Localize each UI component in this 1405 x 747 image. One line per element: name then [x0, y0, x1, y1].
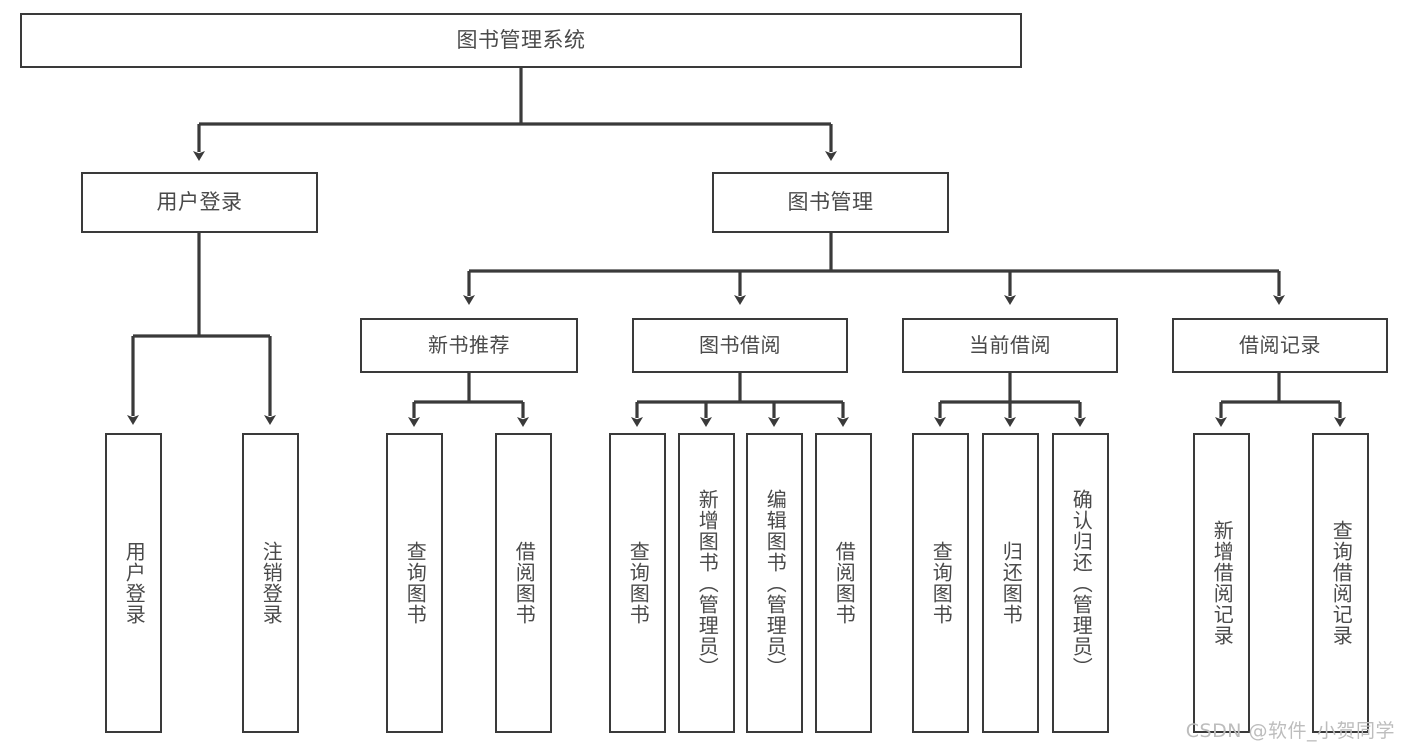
- node-label: 当前借阅: [969, 333, 1051, 358]
- leaf-label: 归还图书: [999, 541, 1024, 625]
- node-root-system[interactable]: 图书管理系统: [20, 13, 1022, 68]
- leaf-query-book-recommend[interactable]: 查询图书: [386, 433, 443, 733]
- leaf-add-book-admin[interactable]: 新增图书（管理员）: [678, 433, 735, 733]
- node-label: 新书推荐: [428, 333, 510, 358]
- node-label: 借阅记录: [1239, 333, 1321, 358]
- leaf-label: 查询图书: [929, 541, 954, 625]
- node-user-login[interactable]: 用户登录: [81, 172, 318, 233]
- leaf-label: 借阅图书: [512, 541, 537, 625]
- node-new-book-recommend[interactable]: 新书推荐: [360, 318, 578, 373]
- node-label: 用户登录: [156, 189, 243, 214]
- leaf-label: 注销登录: [259, 541, 284, 625]
- csdn-watermark: CSDN @软件_小贺同学: [1185, 720, 1395, 742]
- leaf-label: 新增图书（管理员）: [695, 488, 720, 678]
- leaf-confirm-return-admin[interactable]: 确认归还（管理员）: [1052, 433, 1109, 733]
- leaf-query-book-borrow[interactable]: 查询图书: [609, 433, 666, 733]
- leaf-label: 编辑图书（管理员）: [763, 488, 788, 678]
- leaf-label: 用户登录: [122, 541, 147, 625]
- leaf-edit-book-admin[interactable]: 编辑图书（管理员）: [746, 433, 803, 733]
- leaf-borrow-book[interactable]: 借阅图书: [815, 433, 872, 733]
- leaf-label: 查询图书: [403, 541, 428, 625]
- node-label: 图书管理: [787, 189, 874, 214]
- leaf-label: 查询图书: [626, 541, 651, 625]
- leaf-label: 借阅图书: [832, 541, 857, 625]
- node-borrow-record[interactable]: 借阅记录: [1172, 318, 1388, 373]
- leaf-query-book-current[interactable]: 查询图书: [912, 433, 969, 733]
- node-current-borrow[interactable]: 当前借阅: [902, 318, 1118, 373]
- node-label: 图书管理系统: [456, 27, 586, 52]
- leaf-label: 新增借阅记录: [1210, 520, 1235, 646]
- leaf-label: 查询借阅记录: [1329, 520, 1354, 646]
- node-book-management[interactable]: 图书管理: [712, 172, 949, 233]
- leaf-borrow-book-recommend[interactable]: 借阅图书: [495, 433, 552, 733]
- leaf-logout[interactable]: 注销登录: [242, 433, 299, 733]
- node-book-borrow[interactable]: 图书借阅: [632, 318, 848, 373]
- node-label: 图书借阅: [699, 333, 781, 358]
- leaf-return-book[interactable]: 归还图书: [982, 433, 1039, 733]
- leaf-label: 确认归还（管理员）: [1069, 488, 1094, 678]
- leaf-query-borrow-record[interactable]: 查询借阅记录: [1312, 433, 1369, 733]
- leaf-add-borrow-record[interactable]: 新增借阅记录: [1193, 433, 1250, 733]
- leaf-user-login[interactable]: 用户登录: [105, 433, 162, 733]
